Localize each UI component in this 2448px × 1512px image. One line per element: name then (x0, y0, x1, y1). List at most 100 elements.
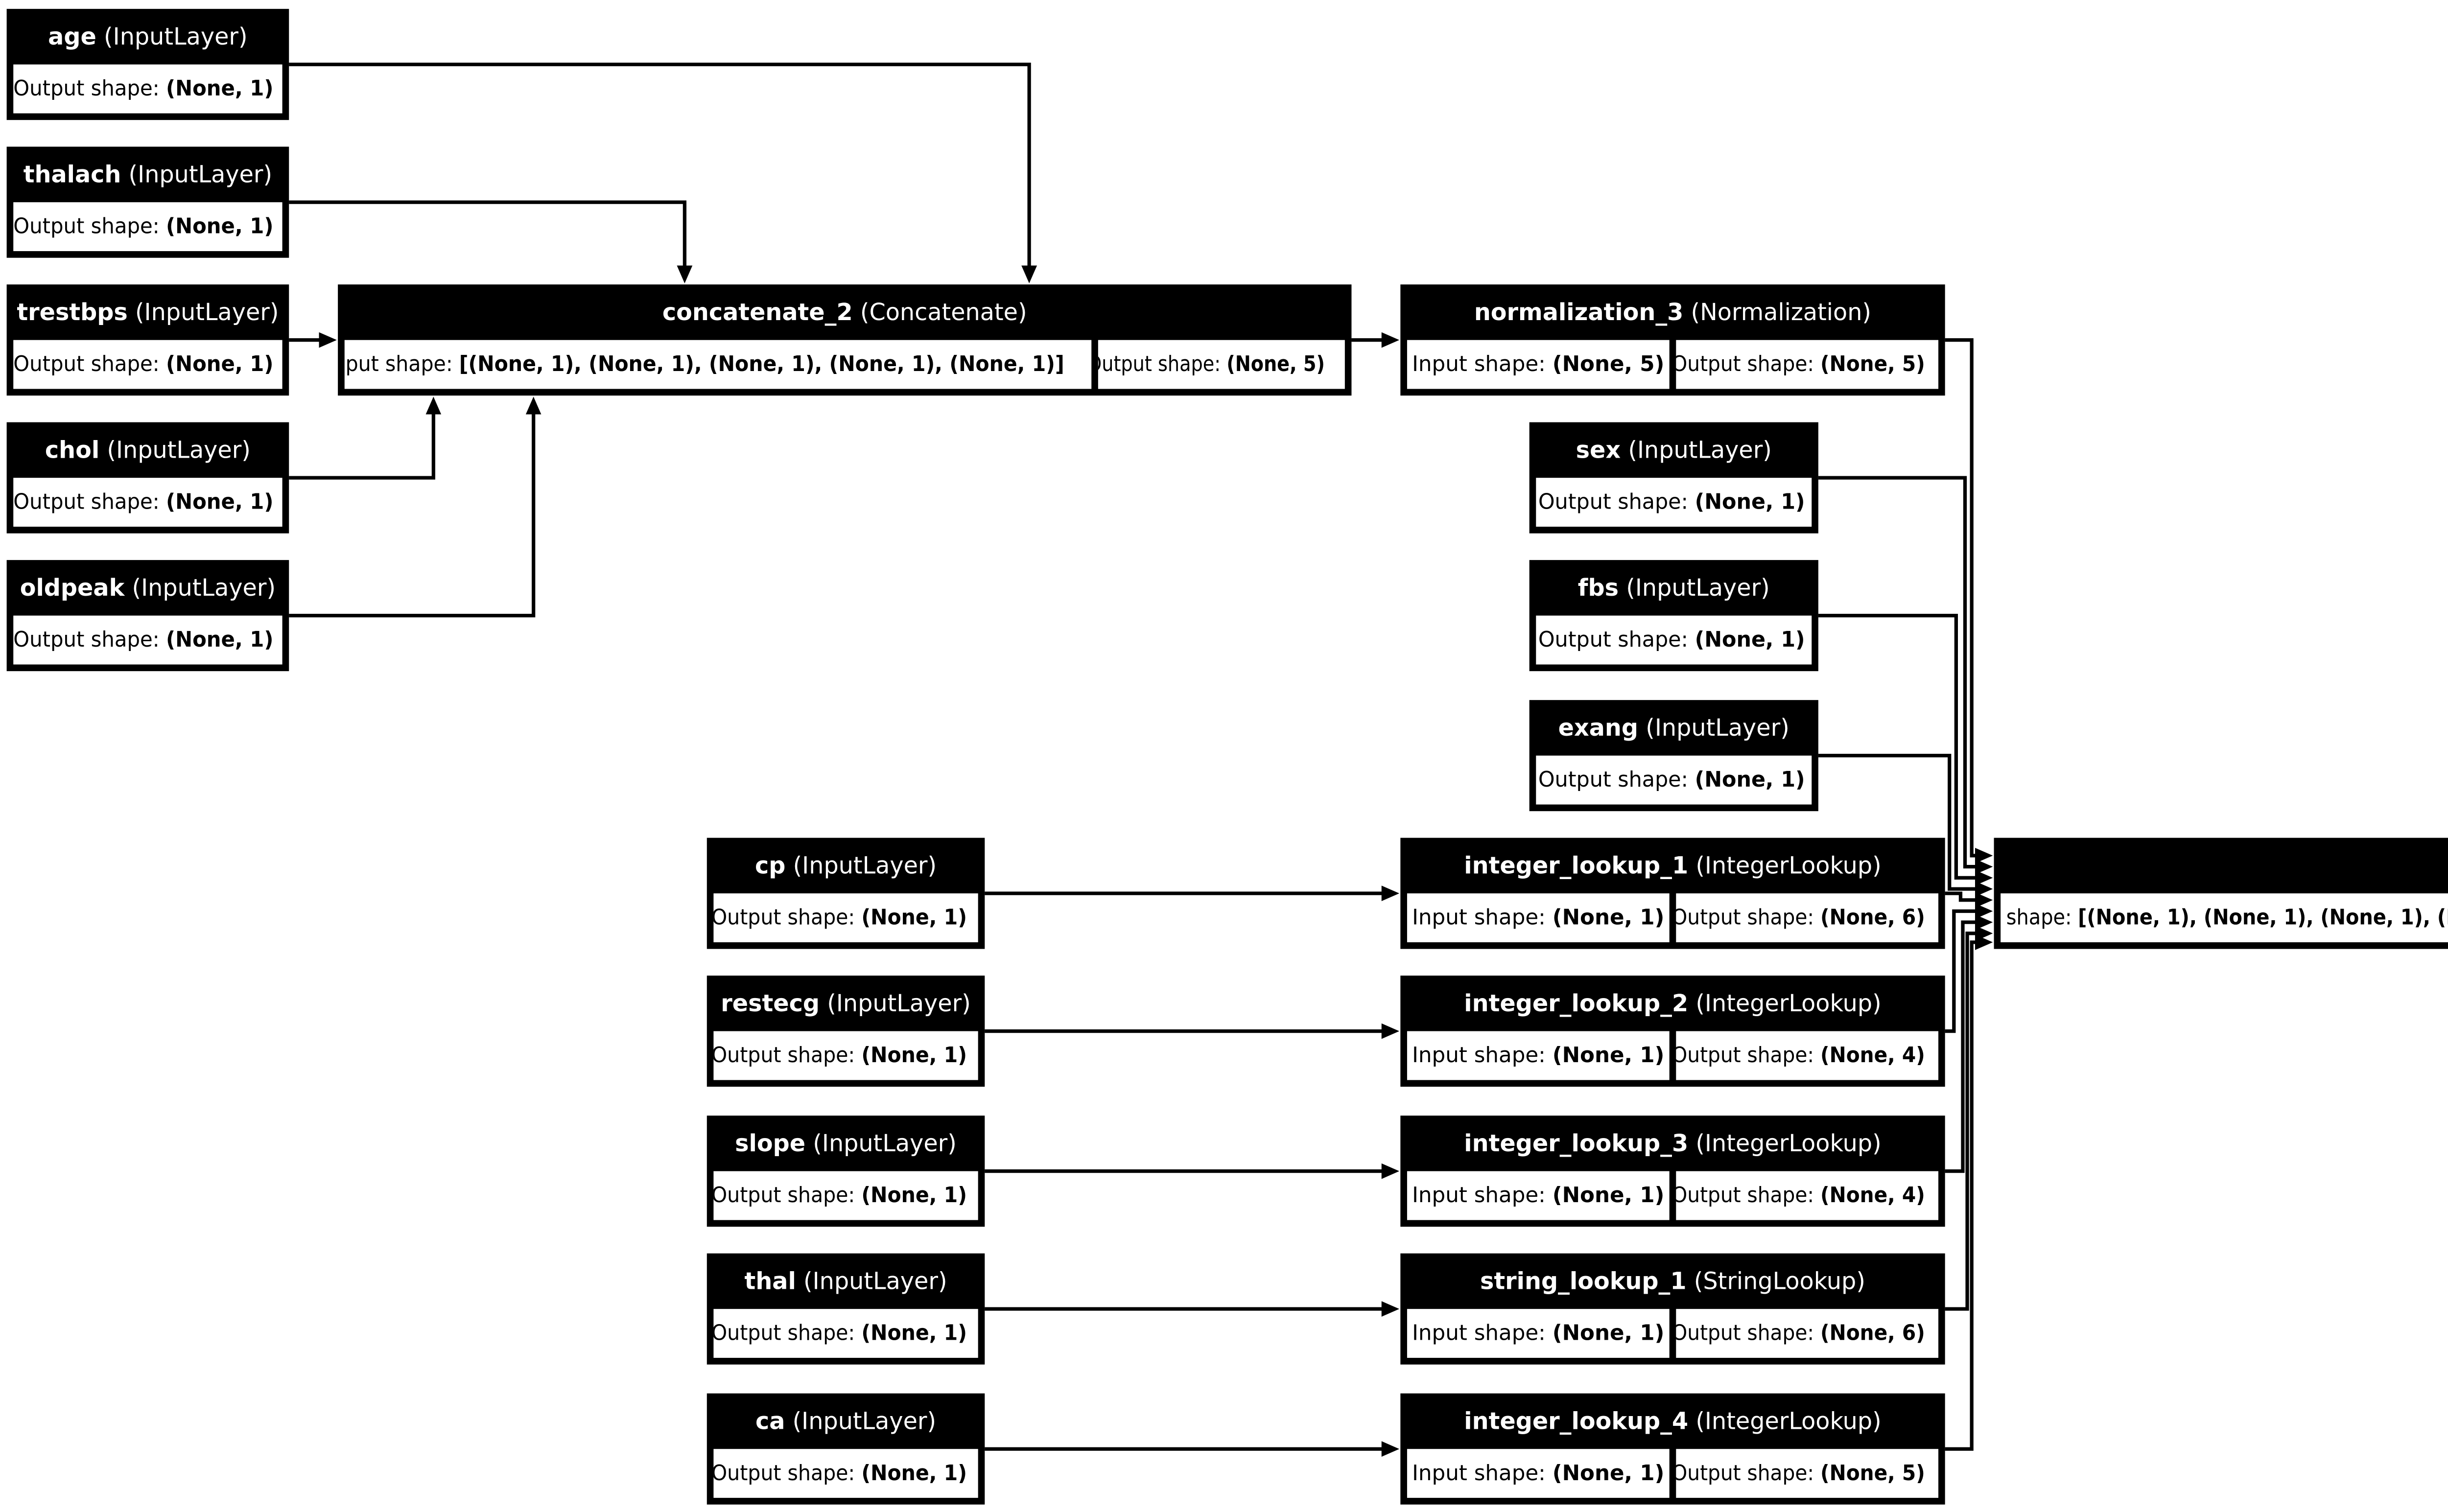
shape-cells: Input shape: (None, 5)Output shape: (Non… (1407, 340, 1939, 389)
shape-cells: Output shape: (None, 1) (713, 1171, 978, 1220)
output-shape-cell: Output shape: (None, 1) (13, 615, 282, 665)
layer-node-slope: slope (InputLayer) Output shape: (None, 1… (706, 1116, 985, 1227)
output-shape-label: Output shape: (1676, 1043, 1821, 1068)
input-shape-label: Input shape: (1412, 1043, 1553, 1068)
output-shape-cell: Output shape: (None, 1) (13, 340, 282, 389)
input-shape-cell: Input shape: [(None, 1), (None, 1), (Non… (2001, 893, 2448, 943)
output-shape-label: Output shape: (1676, 1321, 1821, 1346)
layer-name: integer_lookup_3 (1464, 1131, 1689, 1158)
layer-title: thalach (InputLayer) (7, 147, 289, 203)
layer-type: (InputLayer) (132, 575, 276, 603)
layer-name: slope (735, 1131, 806, 1158)
edge-integer_lookup_2-to-concatenate_3 (1945, 903, 1993, 1033)
output-shape-value: (None, 1) (860, 1043, 966, 1068)
shape-cells: Output shape: (None, 1) (13, 340, 282, 389)
input-shape-cell: Input shape: (None, 1) (1407, 1449, 1670, 1498)
layer-title: age (InputLayer) (7, 9, 289, 65)
output-shape-cell: Output shape: (None, 1) (1536, 755, 1812, 805)
output-shape-value: (None, 1) (860, 1321, 966, 1346)
shape-cells: Input shape: (None, 1)Output shape: (Non… (1407, 1449, 1939, 1498)
layer-name: ca (755, 1409, 785, 1436)
shape-cells: Input shape: (None, 1) Output shape: (Non… (1407, 893, 1939, 943)
layer-node-restecg: restecg (InputLayer)Output shape: (None,… (706, 976, 985, 1087)
layer-title: restecg (InputLayer) (707, 976, 985, 1031)
output-shape-cell: Output shape: (None, 1) (13, 64, 282, 114)
layer-name: integer_lookup_2 (1464, 991, 1689, 1018)
output-shape-value: (None, 5) (1225, 352, 1324, 377)
layer-node-age: age (InputLayer)Output shape: (None, 1) (6, 9, 289, 120)
output-shape-cell: Output shape: (None, 4) (1676, 1031, 1939, 1080)
output-shape-label: Output shape: (1676, 1461, 1821, 1486)
output-shape-cell: Output shape: (None, 5) (1676, 340, 1939, 389)
layer-title: sex (InputLayer) (1530, 422, 1818, 478)
layer-type: (InputLayer) (135, 300, 279, 327)
layer-title: cp (InputLayer) (707, 838, 985, 894)
output-shape-value: (None, 6) (1820, 906, 1925, 930)
output-shape-label: Output shape: (13, 76, 165, 101)
output-shape-value: (None, 1) (1695, 628, 1805, 652)
input-shape-cell: Input shape: [(None, 1), (None, 1), (Non… (344, 340, 1092, 389)
layer-name: age (48, 24, 96, 51)
output-shape-value: (None, 1) (165, 76, 273, 101)
input-shape-label: Input shape: (1412, 1321, 1553, 1346)
input-shape-label: Input shape: (1412, 906, 1553, 930)
input-shape-value: (None, 5) (1552, 352, 1665, 377)
input-shape-label: Input shape: (1412, 1183, 1553, 1208)
layer-type: (InputLayer) (104, 24, 248, 51)
layer-name: integer_lookup_4 (1464, 1409, 1689, 1436)
output-shape-cell: Output shape: (None, 5) (1098, 340, 1345, 389)
input-shape-value: (None, 1) (1552, 906, 1665, 930)
layer-node-integer_lookup_4: integer_lookup_4 (IntegerLookup)Input sh… (1400, 1393, 1945, 1505)
layer-title: concatenate_2 (Concatenate) (338, 284, 1351, 340)
layer-type: (InputLayer) (813, 1131, 957, 1158)
output-shape-cell: Output shape: (None, 1) (713, 1309, 978, 1358)
layer-node-integer_lookup_2: integer_lookup_2 (IntegerLookup) Input sh… (1400, 976, 1945, 1087)
layer-title: ca (InputLayer) (707, 1394, 985, 1449)
output-shape-label: Output shape: (13, 352, 165, 377)
layer-name: restecg (721, 991, 820, 1018)
layer-type: (InputLayer) (128, 162, 273, 189)
layer-title: fbs (InputLayer) (1530, 560, 1818, 616)
layer-title: exang (InputLayer) (1530, 700, 1818, 756)
output-shape-value: (None, 1) (860, 1183, 966, 1208)
output-shape-value: (None, 4) (1820, 1183, 1925, 1208)
edge-integer_lookup_1-to-concatenate_3 (1945, 891, 1993, 908)
output-shape-cell: Output shape: (None, 1) (13, 202, 282, 252)
output-shape-label: Output shape: (13, 214, 165, 239)
layer-node-integer_lookup_1: integer_lookup_1 (IntegerLookup)Input sh… (1400, 837, 1945, 949)
layer-name: thalach (23, 162, 121, 189)
input-shape-value: (None, 1) (1552, 1183, 1665, 1208)
layer-node-trestbps: trestbps (InputLayer)Output shape: (None… (6, 284, 289, 396)
shape-cells: Output shape: (None, 1) (713, 1309, 978, 1358)
layer-type: (StringLookup) (1694, 1269, 1865, 1296)
output-shape-label: Output shape: (1538, 628, 1695, 652)
layer-node-thal: thal (InputLayer)Output shape: (None, 1) (706, 1253, 985, 1365)
input-shape-cell: Input shape: (None, 1) (1407, 1031, 1670, 1080)
layer-type: (InputLayer) (1626, 575, 1770, 603)
layer-node-chol: chol (InputLayer)Output shape: (None, 1) (6, 422, 289, 534)
layer-type: (Concatenate) (860, 300, 1027, 327)
output-shape-cell: Output shape: (None, 1) (13, 478, 282, 527)
layer-name: sex (1576, 438, 1621, 465)
shape-cells: Output shape: (None, 1) (13, 478, 282, 527)
edge-oldpeak-to-concatenate_2 (289, 396, 541, 618)
shape-cells: Input shape: [(None, 1), (None, 1), (Non… (2001, 893, 2448, 943)
layer-type: (InputLayer) (827, 991, 971, 1018)
layer-type: (IntegerLookup) (1695, 853, 1882, 880)
output-shape-cell: Output shape: (None, 6) (1676, 893, 1939, 943)
output-shape-label: Output shape: (1098, 352, 1226, 377)
shape-cells: Output shape: (None, 1) (1536, 478, 1812, 527)
layer-type: (IntegerLookup) (1695, 991, 1882, 1018)
layer-type: (Normalization) (1691, 300, 1872, 327)
output-shape-value: (None, 5) (1820, 352, 1925, 377)
layer-title: thal (InputLayer) (707, 1254, 985, 1309)
output-shape-label: Output shape: (13, 490, 165, 515)
input-shape-value: [(None, 1), (None, 1), (None, 1), (None,… (459, 352, 1065, 377)
output-shape-value: (None, 1) (165, 214, 273, 239)
layer-node-sex: sex (InputLayer)Output shape: (None, 1) (1529, 422, 1818, 534)
edge-string_lookup_1-to-concatenate_3 (1945, 925, 1993, 1311)
edge-chol-to-concatenate_2 (289, 396, 442, 480)
output-shape-value: (None, 1) (1695, 490, 1805, 515)
shape-cells: Input shape: (None, 1)Output shape: (Non… (1407, 1031, 1939, 1080)
